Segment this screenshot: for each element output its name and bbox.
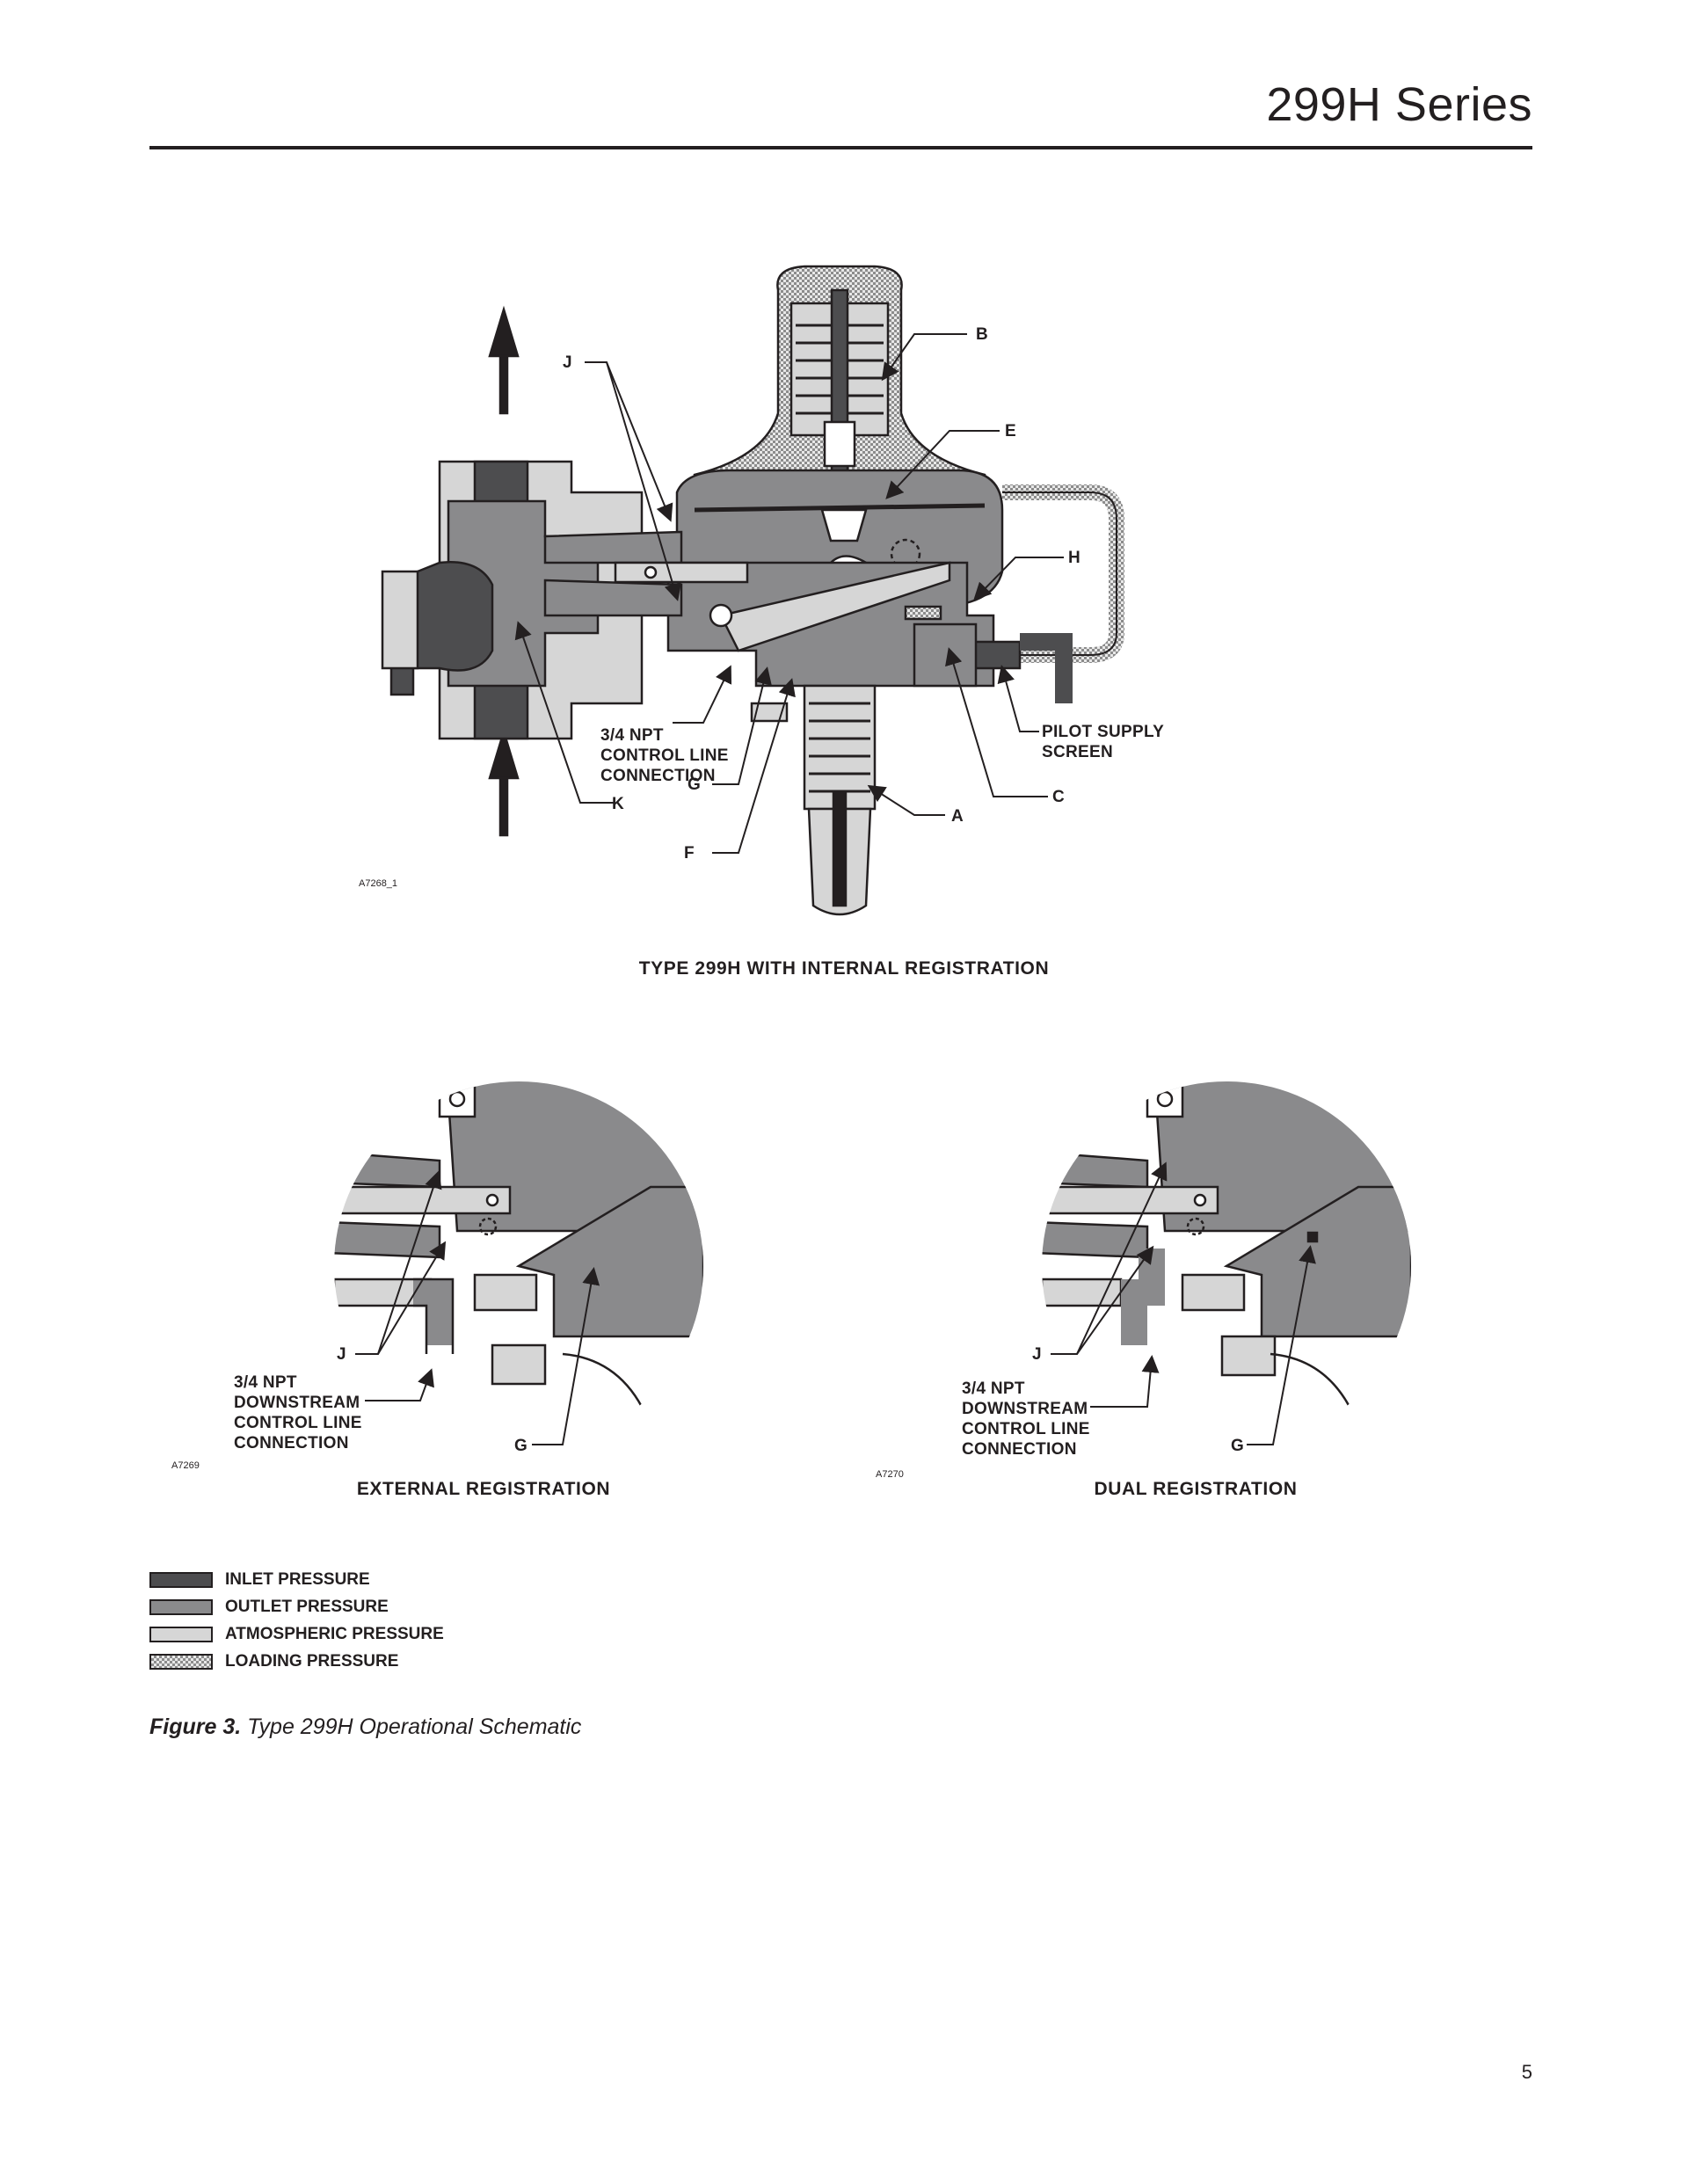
label-j-main: J [563,353,572,372]
label-a: A [951,807,964,826]
label-external-npt-line4: CONNECTION [234,1434,349,1452]
external-leader-lines [355,1170,600,1445]
label-external-npt-line2: DOWNSTREAM [234,1394,360,1412]
main-regulator-diagram [381,265,1124,916]
legend-item-inlet: INLET PRESSURE [149,1566,444,1593]
atmospheric-pressure-swatch [149,1626,213,1642]
label-pilot-line1: PILOT SUPPLY [1042,723,1164,741]
dual-registration-diagram [1042,1081,1411,1451]
figure-title: Type 299H Operational Schematic [247,1714,582,1739]
dual-leader-lines [1051,1161,1316,1445]
legend-item-outlet: OUTLET PRESSURE [149,1593,444,1620]
flow-arrow-up-top [488,305,520,415]
label-c: C [1052,788,1065,806]
figure-caption: Figure 3. Type 299H Operational Schemati… [149,1714,581,1740]
label-g-main: G [688,775,701,794]
label-k: K [612,795,624,813]
label-j-dual: J [1032,1345,1042,1364]
loading-pressure-swatch [149,1653,213,1670]
legend-label: INLET PRESSURE [225,1569,370,1589]
label-dual-npt-line1: 3/4 NPT [962,1380,1025,1398]
page-header-title: 299H Series [1266,78,1532,131]
header-rule [149,146,1532,149]
external-figure-caption: EXTERNAL REGISTRATION [357,1479,610,1499]
label-g-external: G [514,1437,528,1455]
dual-figure-caption: DUAL REGISTRATION [1094,1479,1297,1499]
legend-item-loading: LOADING PRESSURE [149,1648,444,1675]
label-j-external: J [337,1345,346,1364]
page-number: 5 [1521,2061,1532,2083]
main-leader-lines [514,333,1064,854]
inlet-pressure-swatch [149,1571,213,1588]
label-npt-line2: CONTROL LINE [600,746,729,765]
label-g-dual: G [1231,1437,1244,1455]
label-e: E [1005,422,1016,440]
pilot-supply-tube [1002,484,1124,663]
external-figure-code: A7269 [171,1460,200,1471]
external-registration-diagram [334,1081,703,1451]
label-h: H [1068,549,1080,567]
label-dual-npt-line4: CONNECTION [962,1440,1077,1459]
figure-number: Figure 3. [149,1714,242,1739]
legend-label: OUTLET PRESSURE [225,1597,389,1616]
main-figure-caption: TYPE 299H WITH INTERNAL REGISTRATION [639,958,1050,979]
label-pilot-line2: SCREEN [1042,743,1113,761]
label-f: F [684,844,695,863]
outlet-pressure-swatch [149,1598,213,1615]
flow-arrow-up-bottom [488,727,520,837]
label-b: B [976,325,988,344]
legend-item-atmospheric: ATMOSPHERIC PRESSURE [149,1620,444,1648]
label-npt-line1: 3/4 NPT [600,726,664,745]
lower-spring-housing [803,684,877,811]
label-npt-line3: CONNECTION [600,767,716,785]
label-dual-npt-line2: DOWNSTREAM [962,1400,1088,1418]
pressure-legend: INLET PRESSURE OUTLET PRESSURE ATMOSPHER… [149,1566,444,1675]
label-external-npt-line1: 3/4 NPT [234,1373,297,1392]
legend-label: LOADING PRESSURE [225,1651,399,1671]
label-dual-npt-line3: CONTROL LINE [962,1420,1090,1438]
legend-label: ATMOSPHERIC PRESSURE [225,1624,444,1643]
label-external-npt-line3: CONTROL LINE [234,1414,362,1432]
dual-figure-code: A7270 [876,1469,904,1480]
main-figure-code: A7268_1 [359,878,397,889]
